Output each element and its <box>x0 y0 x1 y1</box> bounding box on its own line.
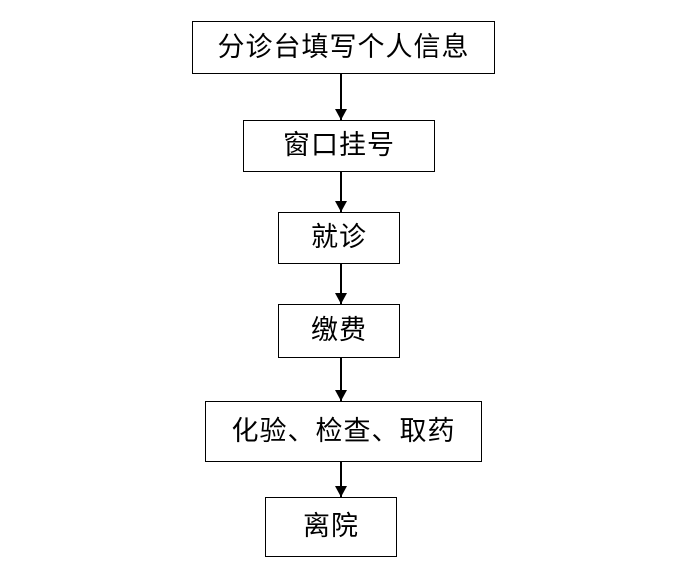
arrowhead-down-icon <box>334 201 347 212</box>
flowchart-node-triage-registration[interactable]: 分诊台填写个人信息 <box>192 21 495 74</box>
node-label: 就诊 <box>311 222 367 254</box>
arrow-shaft-icon <box>340 358 342 401</box>
node-label: 化验、检查、取药 <box>231 415 456 447</box>
flowchart-node-consultation[interactable]: 就诊 <box>278 212 400 264</box>
node-label: 离院 <box>303 511 359 543</box>
arrow-shaft-icon <box>340 172 342 212</box>
node-label: 缴费 <box>311 315 367 347</box>
flowchart-node-window-registration[interactable]: 窗口挂号 <box>243 120 435 172</box>
flowchart-node-payment[interactable]: 缴费 <box>278 304 400 358</box>
arrowhead-down-icon <box>334 390 347 401</box>
arrow-shaft-icon <box>340 74 342 120</box>
node-label: 窗口挂号 <box>283 130 395 162</box>
arrow-shaft-icon <box>340 462 342 497</box>
arrowhead-down-icon <box>334 109 347 120</box>
node-label: 分诊台填写个人信息 <box>217 31 470 63</box>
flowchart-node-discharge[interactable]: 离院 <box>265 497 397 557</box>
flowchart-node-tests-exam-medicine[interactable]: 化验、检查、取药 <box>205 401 482 462</box>
arrowhead-down-icon <box>334 293 347 304</box>
arrow-shaft-icon <box>340 264 342 304</box>
arrowhead-down-icon <box>334 486 347 497</box>
